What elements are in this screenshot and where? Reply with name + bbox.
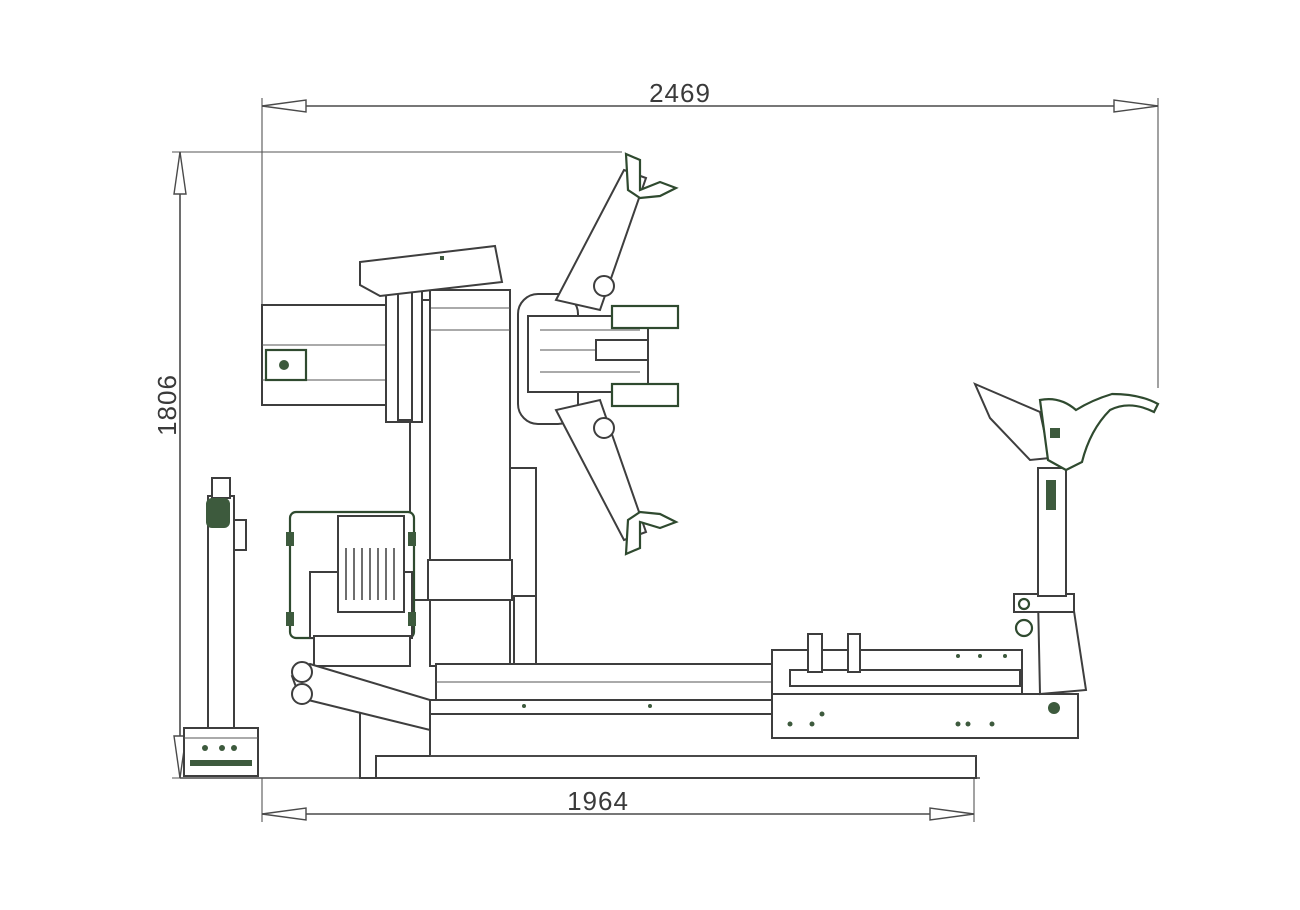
carriage-rail — [429, 663, 777, 715]
bead-breaker-tool — [973, 382, 1160, 472]
upper-guide-housing — [261, 304, 393, 406]
overall-width-label: 2469 — [649, 78, 711, 108]
overall-height-label: 1806 — [152, 374, 182, 436]
control-knob-icon — [206, 498, 230, 528]
motor — [286, 510, 416, 640]
dimension-base-length: 1964 — [261, 778, 975, 822]
arrowhead-right — [929, 807, 975, 821]
arrowhead-left — [261, 807, 307, 821]
arrowhead-left — [261, 99, 307, 113]
base-length-label: 1964 — [567, 786, 629, 816]
wheel-clamp-assembly — [517, 152, 680, 556]
sliding-carriage — [771, 633, 1079, 739]
tool-arm-post — [1013, 467, 1088, 714]
column-top-cap — [359, 244, 504, 298]
arrowhead-right — [1113, 99, 1159, 113]
arrowhead-top — [173, 151, 187, 195]
main-column — [385, 281, 537, 667]
dimension-overall-width: 2469 — [261, 78, 1159, 388]
control-pedestal — [183, 477, 259, 777]
base-frame — [290, 635, 977, 779]
